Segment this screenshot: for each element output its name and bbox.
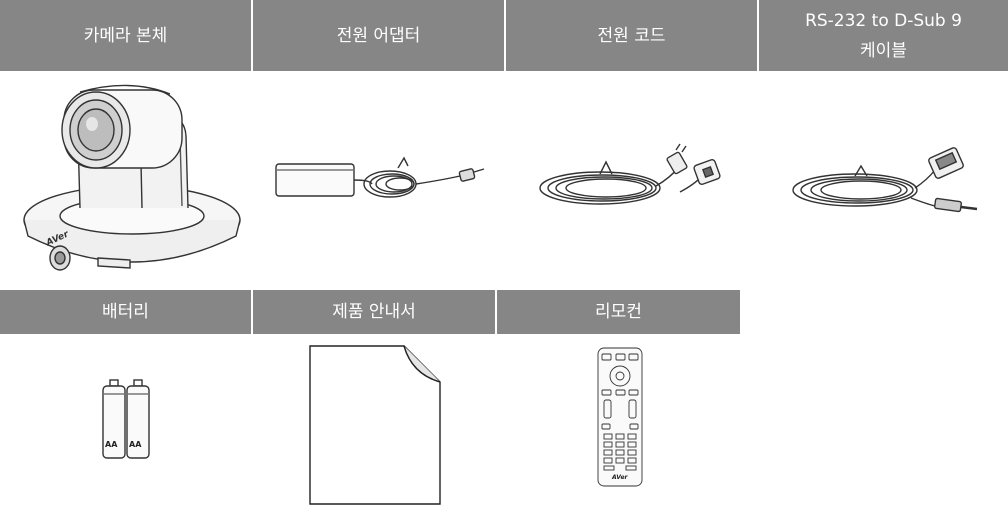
header-user-guide: 제품 안내서 [253, 290, 495, 334]
header-label: 전원 코드 [597, 25, 666, 46]
header-label: 리모컨 [595, 302, 642, 322]
rs232-cable-image [785, 138, 985, 222]
battery-image: AA AA [100, 378, 152, 460]
header-power-adapter: 전원 어댑터 [253, 0, 504, 71]
header-power-cord: 전원 코드 [506, 0, 757, 71]
battery-label-left: AA [105, 440, 118, 449]
header-camera-body: 카메라 본체 [0, 0, 251, 71]
header-label: 카메라 본체 [83, 25, 168, 46]
battery-label-right: AA [129, 440, 142, 449]
camera-body-image: AVer [20, 78, 245, 276]
power-adapter-image [270, 150, 488, 216]
header-battery: 배터리 [0, 290, 251, 334]
remote-control-image: AVer [596, 346, 644, 488]
user-guide-image [308, 344, 442, 506]
header-rs232-cable: RS-232 to D-Sub 9 케이블 [759, 0, 1008, 71]
header-label: 전원 어댑터 [336, 25, 421, 46]
header-label: 배터리 [102, 302, 149, 322]
header-label: RS-232 to D-Sub 9 케이블 [805, 10, 962, 61]
header-label: 제품 안내서 [332, 302, 416, 322]
power-cord-image [530, 140, 730, 220]
header-remote-control: 리모컨 [497, 290, 740, 334]
remote-brand-logo: AVer [612, 474, 628, 481]
